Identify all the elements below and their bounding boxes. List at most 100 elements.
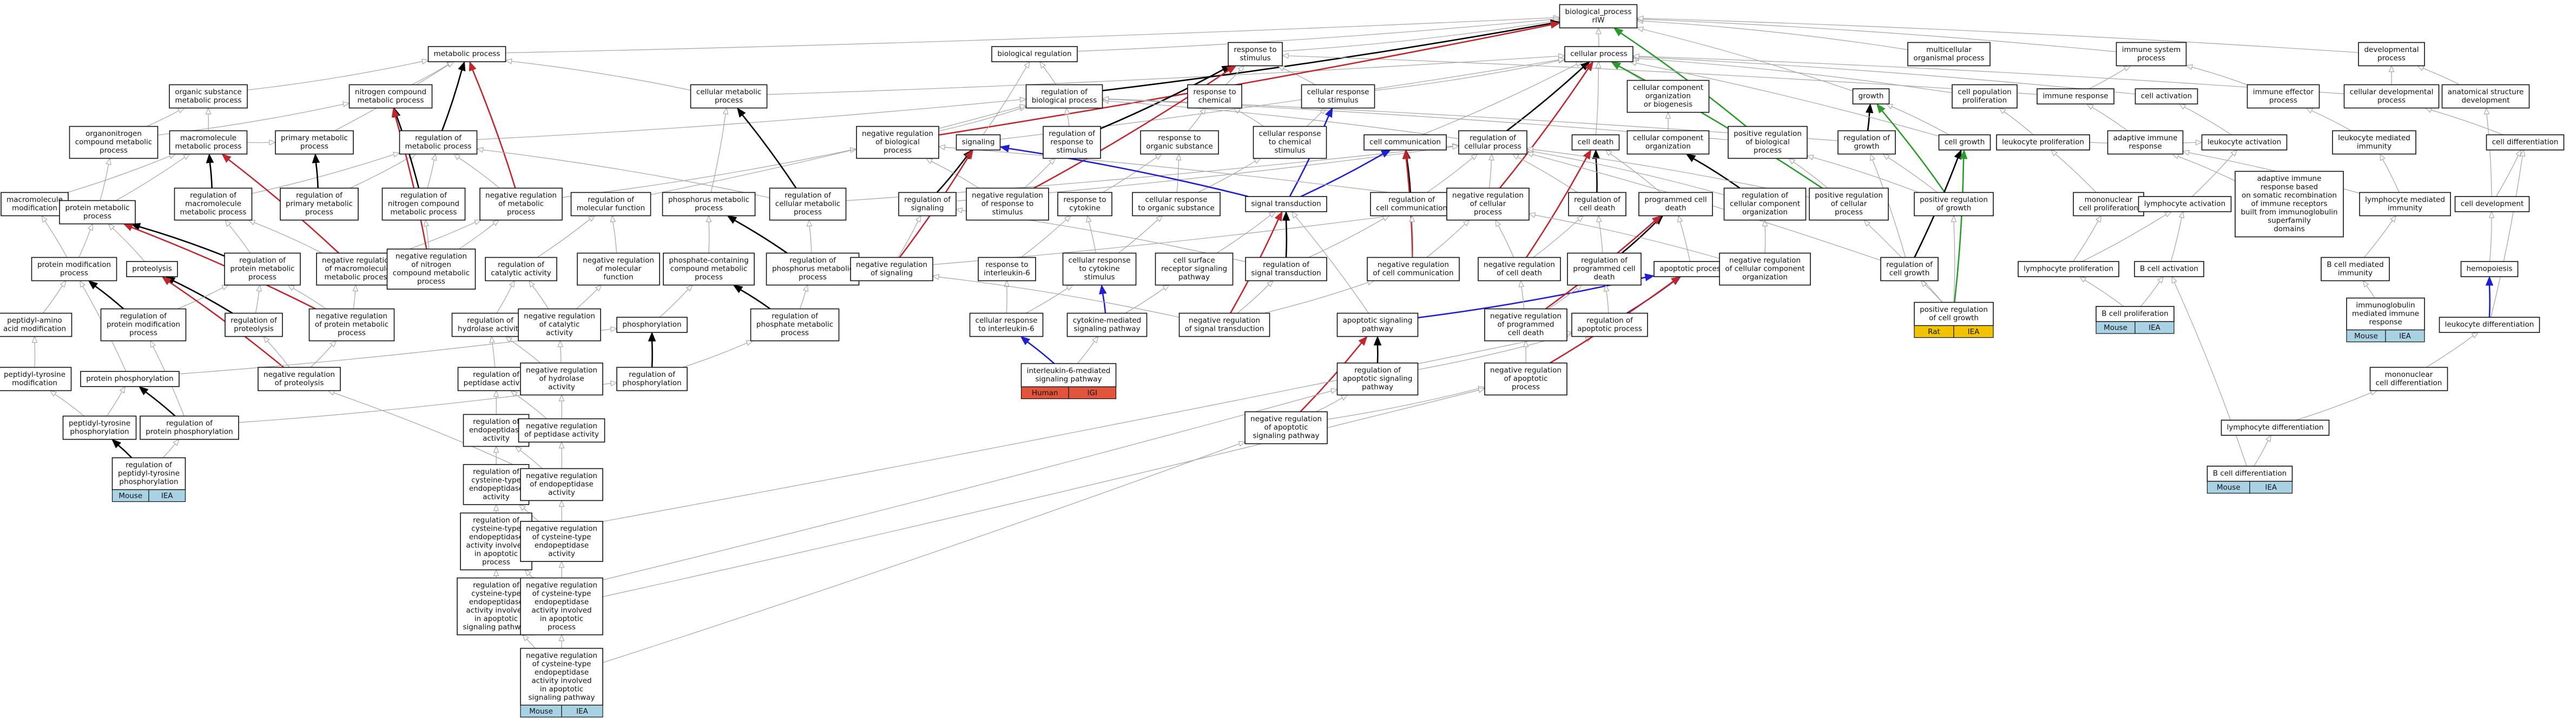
go-term-node[interactable]: signaling (956, 134, 1001, 151)
go-term-box[interactable] (856, 126, 939, 159)
go-term-box[interactable] (520, 521, 603, 562)
go-term-box[interactable] (1484, 362, 1567, 396)
go-term-box[interactable] (169, 84, 248, 109)
go-term-box[interactable] (1370, 192, 1453, 217)
go-term-node[interactable]: lymphocyte differentiation (2221, 420, 2330, 436)
go-term-box[interactable] (381, 187, 466, 221)
go-term-node[interactable]: growth (1852, 88, 1890, 104)
go-term-box[interactable] (1228, 42, 1283, 67)
go-term-box[interactable] (1301, 84, 1375, 109)
go-term-box[interactable] (1253, 126, 1327, 159)
go-term-box[interactable] (518, 308, 601, 342)
go-term-node[interactable]: cell activation (2134, 88, 2198, 104)
go-term-box[interactable] (1478, 257, 1561, 282)
go-term-box[interactable] (978, 257, 1036, 282)
go-term-box[interactable] (80, 371, 180, 387)
go-term-box[interactable] (2321, 257, 2390, 282)
go-term-node[interactable]: leukocyte differentiation (2439, 317, 2540, 333)
go-term-box[interactable] (140, 415, 239, 440)
go-term-box[interactable] (690, 84, 768, 109)
go-term-box[interactable] (1363, 134, 1447, 151)
go-term-box[interactable] (111, 457, 186, 491)
go-term-box[interactable] (2116, 42, 2187, 67)
go-term-box[interactable] (1187, 84, 1242, 109)
go-term-box[interactable] (463, 414, 530, 447)
go-term-box[interactable] (969, 312, 1044, 337)
go-term-box[interactable] (386, 249, 476, 290)
go-term-box[interactable] (2235, 171, 2344, 238)
go-term-box[interactable] (1140, 130, 1219, 155)
go-term-box[interactable] (1880, 257, 1939, 282)
go-term-box[interactable] (2460, 261, 2519, 277)
go-term-box[interactable] (616, 317, 688, 333)
go-term-box[interactable] (616, 367, 688, 391)
go-term-box[interactable] (1568, 192, 1626, 217)
go-term-box[interactable] (1178, 312, 1270, 337)
go-term-node[interactable]: B cell differentiation (2206, 466, 2293, 482)
go-term-box[interactable] (69, 126, 159, 159)
go-term-box[interactable] (1062, 252, 1137, 286)
go-term-node[interactable]: cell differentiation (2486, 134, 2565, 151)
go-term-node[interactable]: signal transduction (1245, 196, 1327, 212)
go-term-box[interactable] (31, 257, 117, 282)
go-term-box[interactable] (2454, 196, 2530, 212)
go-term-box[interactable] (1938, 134, 1991, 151)
go-term-box[interactable] (1, 192, 69, 217)
go-term-box[interactable] (1571, 134, 1620, 151)
go-term-box[interactable] (520, 362, 603, 396)
go-term-node[interactable]: phosphorylation (616, 317, 688, 333)
go-term-box[interactable] (2439, 317, 2540, 333)
go-term-node[interactable]: immune response (2037, 88, 2114, 104)
go-term-box[interactable] (1638, 192, 1713, 217)
go-term-box[interactable] (850, 257, 933, 282)
go-term-box[interactable] (1446, 187, 1530, 221)
go-term-box[interactable] (1719, 252, 1811, 286)
go-term-box[interactable] (1837, 130, 1896, 155)
go-term-box[interactable] (1057, 192, 1112, 217)
